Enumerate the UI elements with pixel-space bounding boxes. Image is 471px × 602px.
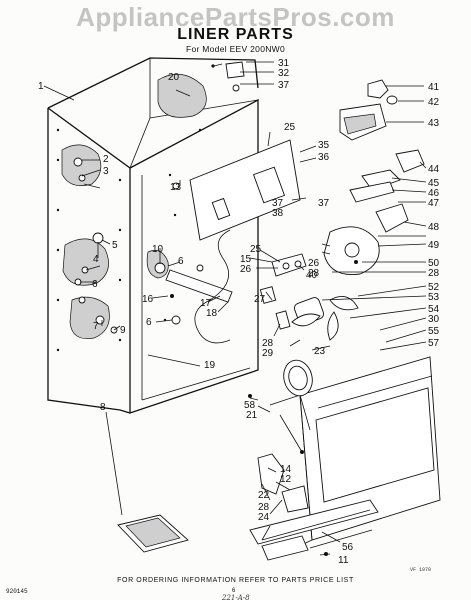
callout-16: 16: [142, 294, 154, 305]
callout-45: 45: [428, 178, 440, 189]
callout-26-b: 26: [308, 258, 320, 269]
watermark: AppliancePartsPros.com: [76, 2, 395, 32]
page-number: 6: [232, 588, 236, 594]
callout-58: 58: [244, 400, 256, 411]
rear-panel: [189, 139, 301, 241]
light-assembly: [339, 79, 398, 141]
callout-32: 32: [278, 68, 290, 79]
page-title: LINER PARTS: [177, 26, 294, 43]
callout-35: 35: [318, 140, 330, 151]
callout-5: 5: [112, 240, 118, 251]
fan-bracket: [271, 253, 307, 277]
fan-motor-housing: [321, 226, 380, 276]
callout-28-a: 28: [262, 338, 274, 349]
callout-37-c: 37: [318, 198, 330, 209]
ordering-footer: FOR ORDERING INFORMATION REFER TO PARTS …: [117, 577, 354, 584]
model-subtitle: For Model EEV 200NW0: [185, 44, 286, 54]
callout-56: 56: [342, 542, 354, 553]
callout-20: 20: [168, 72, 180, 83]
liner-cabinet: [47, 57, 259, 414]
callout-30: 30: [428, 314, 440, 325]
fan-motor: [291, 295, 359, 341]
callout-18: 18: [206, 308, 218, 319]
callout-26-a: 26: [240, 264, 252, 275]
callout-29: 29: [262, 348, 274, 359]
callout-46: 46: [428, 188, 440, 199]
callout-labels: 1 2 3 4 5 6 6 6 7 8 9 10 11 12 13 14 15 …: [38, 58, 440, 566]
callout-44: 44: [428, 164, 440, 175]
callout-14: 14: [280, 464, 292, 475]
lower-bracket: [248, 394, 379, 561]
callout-15: 15: [240, 254, 252, 265]
callout-1: 1: [38, 81, 44, 92]
callout-47: 47: [428, 198, 440, 209]
callout-38: 38: [272, 208, 284, 219]
circular-trim: [283, 359, 313, 397]
callout-37-b: 37: [272, 198, 284, 209]
callout-36: 36: [318, 152, 330, 163]
callout-6-a: 6: [92, 279, 98, 290]
callout-48: 48: [428, 222, 440, 233]
handwritten-note: 221-A-8: [222, 594, 250, 602]
trim-strip: [309, 529, 373, 549]
control-assembly: [349, 149, 425, 233]
figure-code: VF 1970: [410, 567, 432, 573]
callout-31: 31: [278, 58, 290, 69]
callout-24: 24: [258, 512, 270, 523]
callout-21: 21: [246, 410, 258, 421]
callout-23: 23: [314, 346, 326, 357]
callout-42: 42: [428, 97, 440, 108]
callout-53: 53: [428, 292, 440, 303]
callout-10: 10: [152, 244, 164, 255]
callout-55: 55: [428, 326, 440, 337]
callout-8: 8: [100, 402, 106, 413]
callout-49: 49: [428, 240, 440, 251]
callout-25-a: 25: [284, 122, 296, 133]
callout-9: 9: [120, 325, 126, 336]
callout-11: 11: [338, 555, 349, 566]
callout-37-a: 37: [278, 80, 290, 91]
document-number: 920145: [6, 588, 28, 595]
wire-harness: [194, 229, 231, 344]
callout-43: 43: [428, 118, 440, 129]
callout-50: 50: [428, 258, 440, 269]
callout-7: 7: [93, 321, 99, 332]
callout-27: 27: [254, 294, 266, 305]
callout-13: 13: [170, 182, 182, 193]
callout-17: 17: [200, 298, 212, 309]
leader-lines: [43, 61, 427, 556]
callout-28-d: 28: [258, 502, 270, 513]
callout-41: 41: [428, 82, 440, 93]
callout-25-b: 25: [250, 244, 262, 255]
top-clip-assembly: [211, 61, 245, 92]
callout-57: 57: [428, 338, 440, 349]
callout-40: 40: [306, 270, 318, 281]
callout-2: 2: [103, 154, 109, 165]
drip-tray: [117, 514, 189, 553]
callout-52: 52: [428, 282, 440, 293]
callout-3: 3: [103, 166, 109, 177]
callout-12: 12: [280, 474, 292, 485]
callout-6-b: 6: [146, 317, 152, 328]
callout-6-c: 6: [178, 256, 184, 267]
callout-54: 54: [428, 304, 440, 315]
callout-28-b: 28: [308, 268, 320, 279]
callout-19: 19: [204, 360, 216, 371]
callout-4: 4: [93, 254, 99, 265]
front-grille-panel: [269, 356, 441, 549]
callout-28-c: 28: [428, 268, 440, 279]
callout-22: 22: [258, 490, 270, 501]
